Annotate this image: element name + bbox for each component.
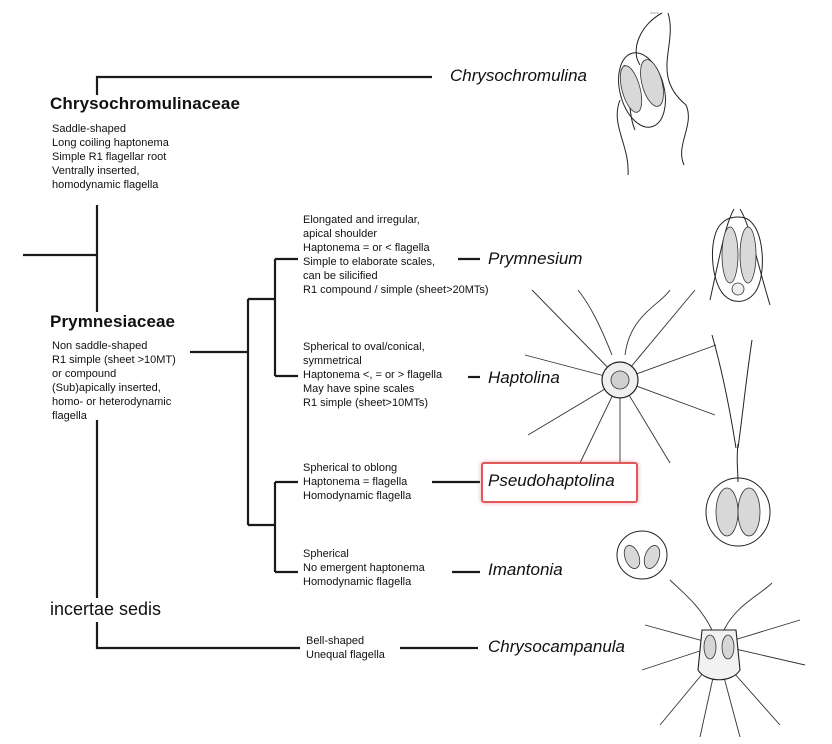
chrysocampanula-traits: Bell-shaped Unequal flagella xyxy=(306,634,385,662)
trait-line: Spherical to oval/conical, xyxy=(303,341,425,353)
genus-prymnesium: Prymnesium xyxy=(488,249,583,268)
trait-line: flagella xyxy=(52,410,87,422)
family-chrysochromulinaceae-title: Chrysochromulinaceae xyxy=(50,94,241,113)
trait-line: R1 simple (sheet>10MTs) xyxy=(303,397,429,409)
trait-line: or compound xyxy=(52,368,117,380)
trait-line: Simple to elaborate scales, xyxy=(303,256,436,268)
family-prymnesiaceae-title: Prymnesiaceae xyxy=(50,312,176,331)
trait-line: symmetrical xyxy=(303,355,362,367)
trait-line: homo- or heterodynamic xyxy=(52,396,172,408)
prymnesium-traits: Elongated and irregular, apical shoulder… xyxy=(303,213,489,297)
trait-line: Unequal flagella xyxy=(306,649,385,661)
haptolina-traits: Spherical to oval/conical, symmetrical H… xyxy=(303,340,442,410)
trait-line: Homodynamic flagella xyxy=(303,576,412,588)
trait-line: Haptonema = or < flagella xyxy=(303,242,430,254)
chrysochromulinaceae-traits: Saddle-shaped Long coiling haptonema Sim… xyxy=(52,122,169,192)
trait-line: R1 simple (sheet >10MT) xyxy=(52,354,176,366)
prymnesium-illustration xyxy=(709,208,771,306)
genus-imantonia: Imantonia xyxy=(488,560,563,579)
trait-line: Haptonema = flagella xyxy=(303,476,408,488)
incertae-sedis-label: incertae sedis xyxy=(50,599,162,619)
highlight-box xyxy=(481,462,638,503)
trait-line: Saddle-shaped xyxy=(52,123,127,135)
trait-line: R1 compound / simple (sheet>20MTs) xyxy=(303,284,489,296)
trait-line: No emergent haptonema xyxy=(303,562,425,574)
imantonia-illustration xyxy=(616,530,668,580)
trait-line: apical shoulder xyxy=(303,228,377,240)
chrysochromulina-illustration: ~~~ xyxy=(616,11,689,176)
trait-line: Long coiling haptonema xyxy=(52,137,169,149)
genus-chrysocampanula: Chrysocampanula xyxy=(488,637,626,656)
genus-pseudohaptolina: Pseudohaptolina xyxy=(488,471,615,490)
trait-line: Ventrally inserted, xyxy=(52,165,140,177)
haptolina-elongate-illustration xyxy=(711,334,753,449)
prymnesiaceae-traits: Non saddle-shaped R1 simple (sheet >10MT… xyxy=(52,339,176,423)
trait-line: May have spine scales xyxy=(303,383,415,395)
trait-line: Haptonema <, = or > flagella xyxy=(303,369,443,381)
svg-text:~~~: ~~~ xyxy=(650,11,659,17)
trait-line: Simple R1 flagellar root xyxy=(52,151,167,163)
pseudohaptolina-traits: Spherical to oblong Haptonema = flagella… xyxy=(303,461,411,503)
chrysocampanula-illustration xyxy=(641,579,806,738)
trait-line: can be silicified xyxy=(303,270,378,282)
trait-line: Non saddle-shaped xyxy=(52,340,148,352)
trait-line: Homodynamic flagella xyxy=(303,490,412,502)
pseudohaptolina-illustration xyxy=(705,443,771,547)
trait-line: Elongated and irregular, xyxy=(303,214,420,226)
branch-chrysochromulina xyxy=(95,75,432,95)
branch-incertae xyxy=(95,622,300,650)
trait-line: Spherical xyxy=(303,548,349,560)
haptolina-illustration xyxy=(524,289,717,464)
trait-line: homodynamic flagella xyxy=(52,179,159,191)
genus-haptolina: Haptolina xyxy=(488,368,560,387)
trait-line: Spherical to oblong xyxy=(303,462,398,474)
genus-chrysochromulina: Chrysochromulina xyxy=(450,66,587,85)
trait-line: Bell-shaped xyxy=(306,635,365,647)
imantonia-traits: Spherical No emergent haptonema Homodyna… xyxy=(303,547,425,589)
trait-line: (Sub)apically inserted, xyxy=(52,382,161,394)
